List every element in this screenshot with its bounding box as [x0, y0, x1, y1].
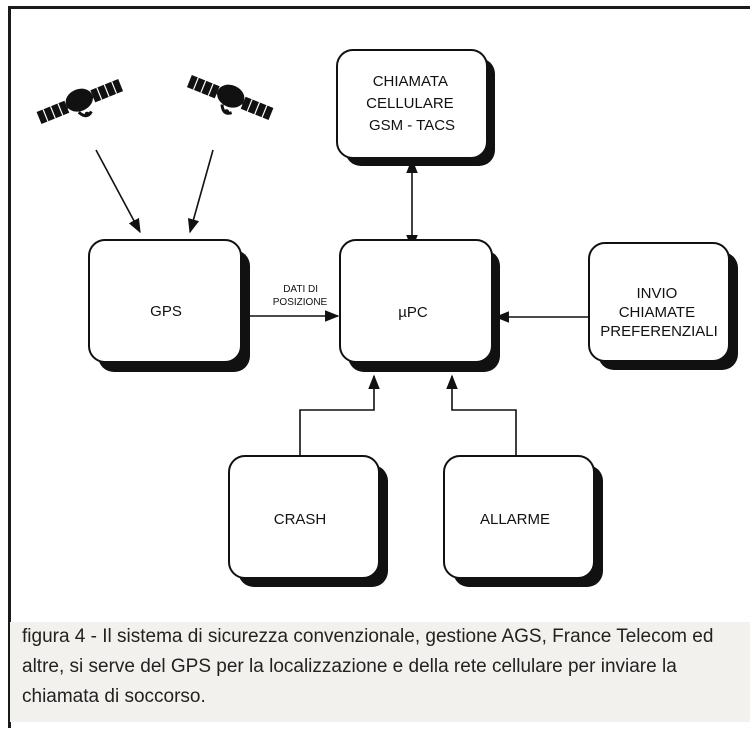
block-diagram: DATI DI POSIZIONE CHIAMATA CELLULARE GSM…: [32, 49, 738, 587]
figure-caption: figura 4 - Il sistema di sicurezza conve…: [22, 626, 714, 707]
edge-allarme-upc: [446, 374, 517, 455]
satellite-icon: [181, 67, 278, 132]
node-chiamata: CHIAMATA CELLULARE GSM - TACS: [336, 49, 495, 166]
figure-frame: [8, 6, 750, 728]
signal-arrow: [187, 149, 214, 234]
svg-text:GPS: GPS: [150, 303, 182, 320]
svg-text:µPC: µPC: [398, 304, 428, 321]
caption-band: [10, 622, 750, 722]
svg-text:ALLARME: ALLARME: [480, 511, 550, 528]
node-crash: CRASH: [228, 455, 388, 587]
edge-crash-upc: [299, 374, 380, 455]
edge-label: DATI DI POSIZIONE: [273, 284, 328, 308]
satellite-icon: [32, 71, 129, 136]
node-upc: µPC: [339, 239, 500, 372]
svg-text:INVIO CHIAMATE PRE: INVIO CHIAMATE PREFERENZIALI: [600, 285, 718, 340]
node-invio: INVIO CHIAMATE PREFERENZIALI: [588, 242, 738, 370]
node-gps: GPS: [88, 239, 250, 372]
node-allarme: ALLARME: [443, 455, 603, 587]
signal-arrow: [95, 149, 141, 234]
svg-text:CRASH: CRASH: [274, 511, 327, 528]
svg-text:CHIAMATA CELLULARE: CHIAMATA CELLULARE GSM - TACS: [366, 73, 458, 134]
